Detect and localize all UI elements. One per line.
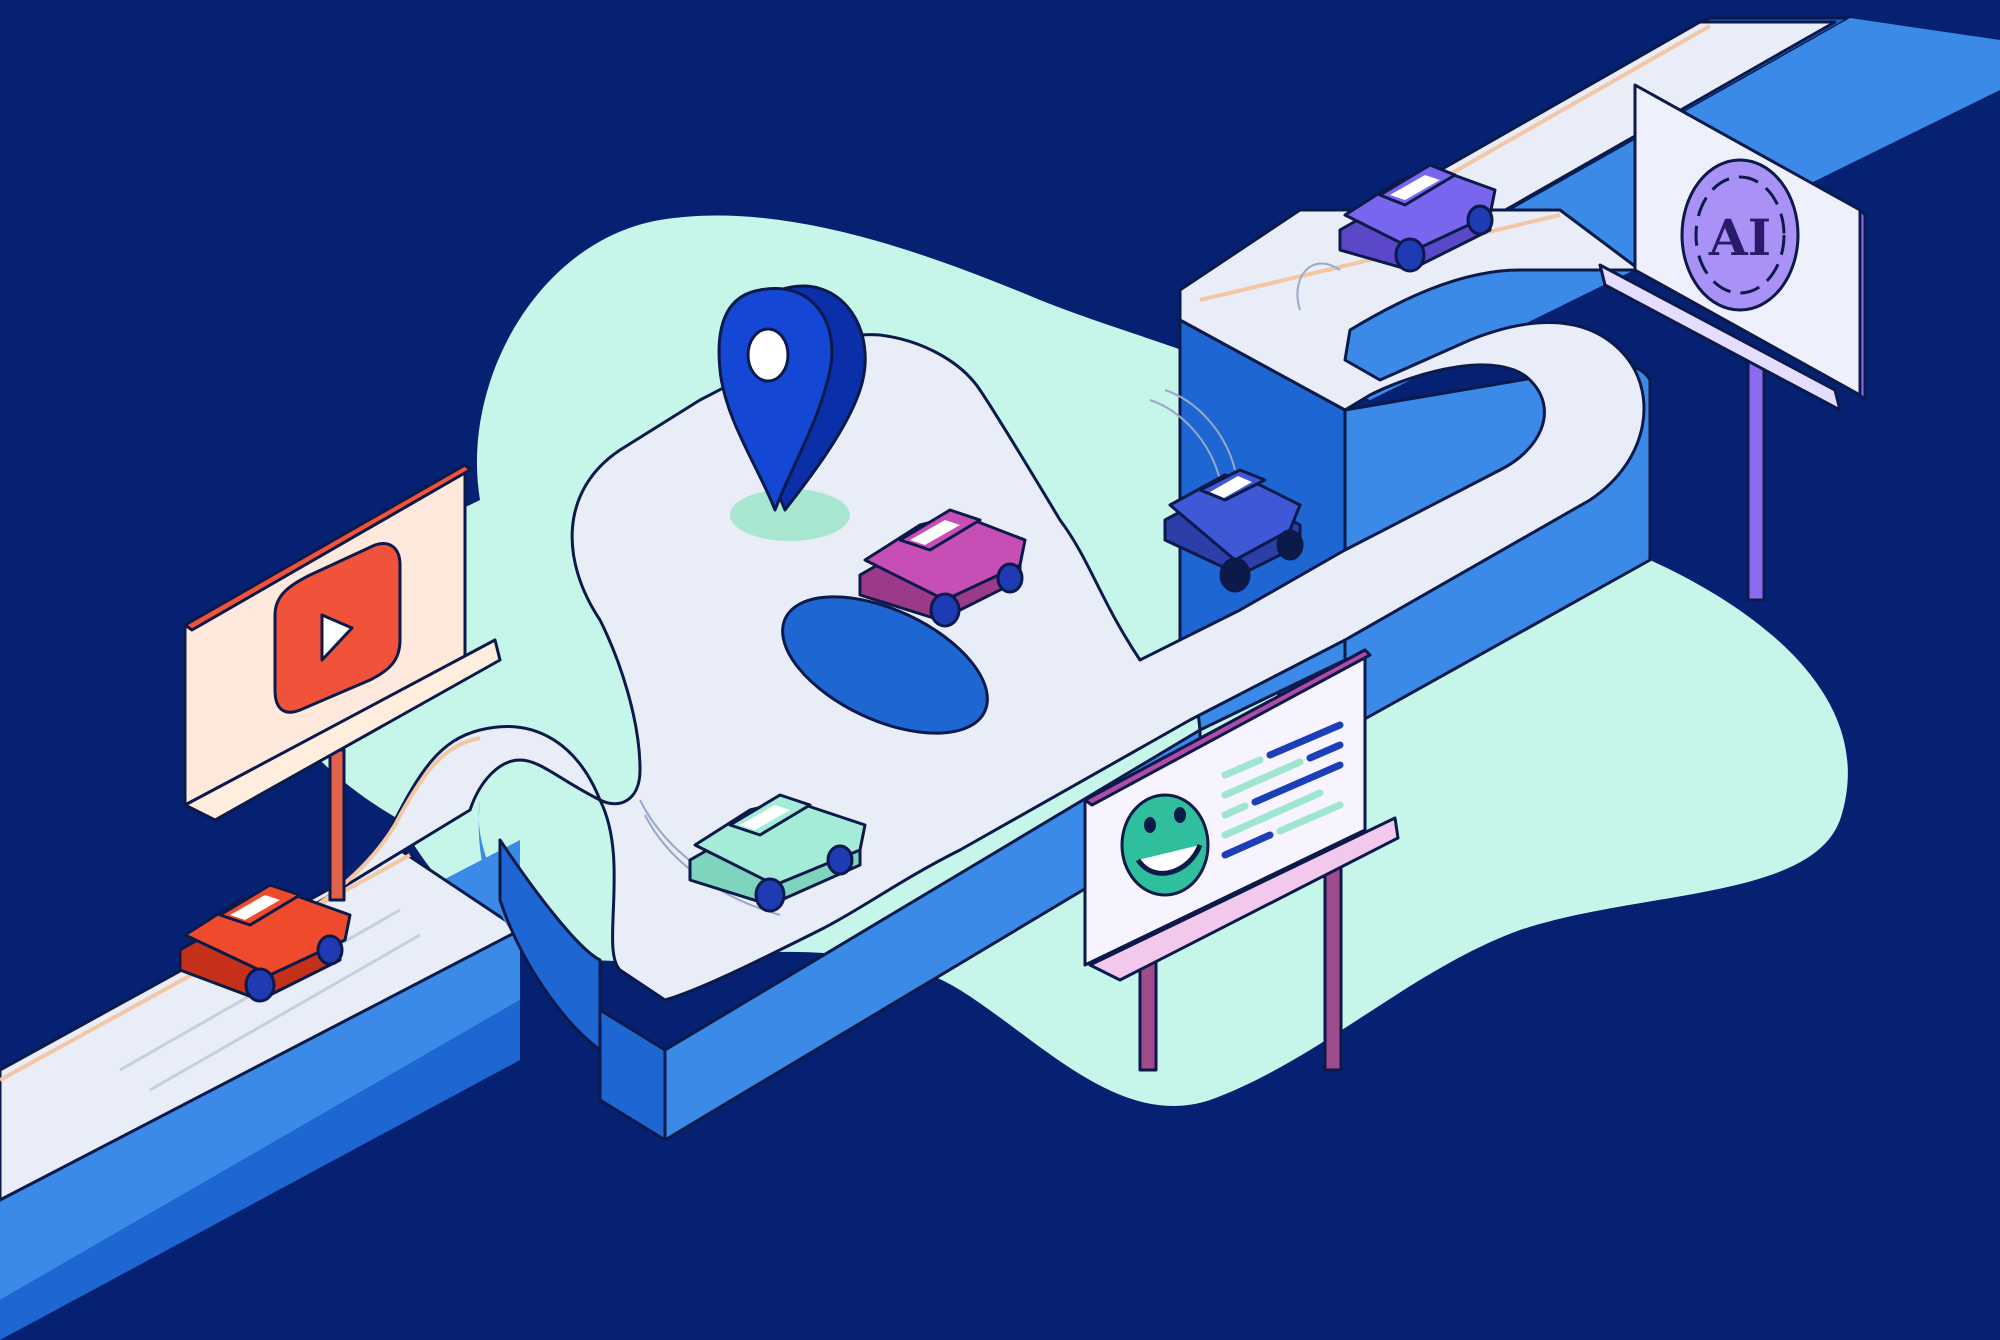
billboard-chat [1083,648,1400,1072]
car-purple [1338,163,1497,273]
car-red [178,883,352,1003]
chat-text-lines [1221,721,1344,859]
smiley-face-icon [1120,793,1210,897]
zero-hole [781,595,989,735]
ai-chip-icon: AI [1680,158,1800,312]
play-button-icon [273,542,402,714]
car-magenta [858,508,1027,628]
car-blue [1163,468,1304,593]
billboard-ai: AI [1598,83,1867,602]
billboard-video [183,463,502,902]
car-mint [688,793,867,913]
location-pin-icon [717,284,867,541]
ai-chip-label: AI [1708,208,1771,267]
